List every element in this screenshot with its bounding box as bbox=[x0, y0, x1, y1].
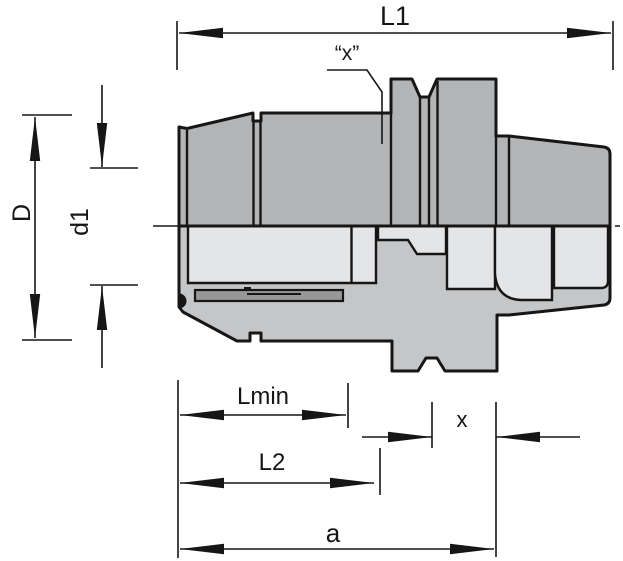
label-l1: L1 bbox=[380, 1, 410, 31]
label-a: a bbox=[326, 518, 341, 548]
collet-slot-bar bbox=[193, 288, 345, 303]
collet-bore bbox=[186, 224, 378, 285]
body-upper-profile bbox=[177, 77, 612, 228]
dimension-lines bbox=[22, 21, 614, 558]
label-x-ref: “x” bbox=[335, 42, 360, 65]
projected-edge-lines bbox=[185, 81, 511, 226]
dimension-arrowheads bbox=[29, 27, 611, 555]
shank-cavity-rear bbox=[552, 224, 610, 290]
label-d: D bbox=[8, 204, 36, 222]
label-d1: d1 bbox=[66, 208, 94, 236]
x-ref-leader bbox=[327, 69, 383, 144]
shank-cavity-front bbox=[493, 224, 554, 302]
label-lmin: Lmin bbox=[237, 383, 289, 410]
collet-slot-tab bbox=[244, 287, 251, 291]
label-l2: L2 bbox=[259, 449, 286, 476]
nose-undercut-notch bbox=[179, 293, 187, 309]
flange-bore bbox=[445, 224, 497, 291]
label-x: x bbox=[457, 407, 468, 432]
